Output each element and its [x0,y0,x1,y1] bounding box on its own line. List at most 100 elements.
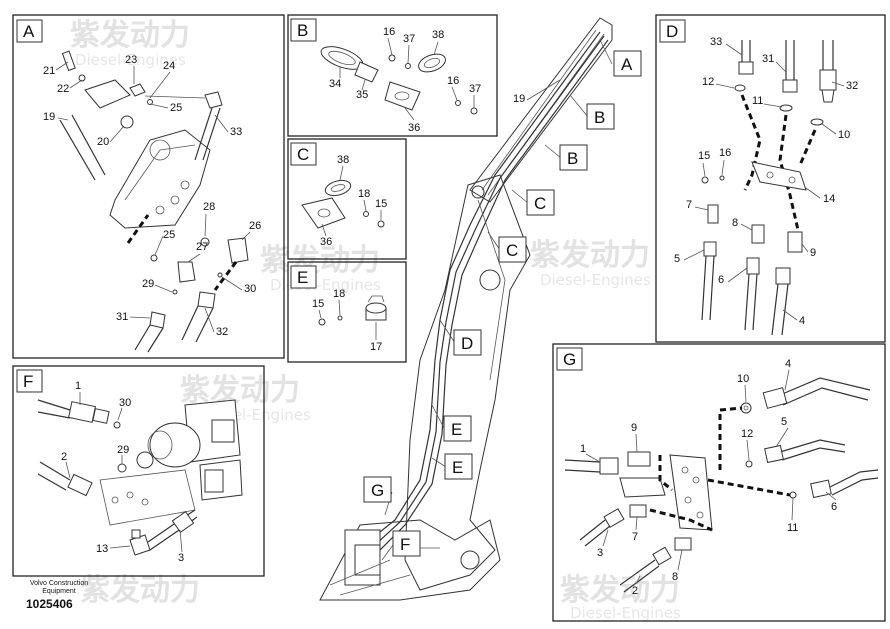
G-part-3: 3 [597,547,603,559]
E-part-18: 18 [333,288,345,300]
D-part-7: 7 [686,199,692,211]
G-part-7: 7 [632,531,638,543]
B-part-16b: 16 [447,75,459,87]
main-callout-19: 19 [513,93,525,105]
D-part-10: 10 [838,129,850,141]
panel-E: E 15 18 17 [287,261,407,363]
A-part-28: 28 [203,201,215,213]
D-part-15: 15 [698,150,710,162]
C-part-36: 36 [320,236,332,248]
A-part-20: 20 [97,136,109,148]
panel-E-label: E [297,268,308,287]
svg-text:紫发动力: 紫发动力 [80,573,200,608]
panel-G-label: G [563,350,576,369]
main-callout-E-upper[interactable]: E [443,415,472,442]
D-part-14: 14 [823,193,835,205]
E-part-17: 17 [370,341,382,353]
svg-text:紫发动力: 紫发动力 [560,573,680,608]
D-part-33: 33 [710,36,722,48]
svg-text:Diesel-Engines: Diesel-Engines [540,271,651,289]
svg-text:紫发动力: 紫发动力 [180,373,300,408]
svg-text:C: C [506,241,518,260]
svg-text:紫发动力: 紫发动力 [260,243,380,278]
D-part-16: 16 [719,147,731,159]
D-part-9: 9 [810,247,816,259]
A-part-22: 22 [57,83,69,95]
A-part-27: 27 [196,241,208,253]
panel-C: C 38 18 15 36 [287,138,407,260]
G-part-12: 12 [741,428,753,440]
panel-A: A 21 22 [12,14,285,359]
panel-F-label: F [23,372,33,391]
main-callout-G[interactable]: G [363,476,392,503]
svg-text:G: G [371,481,384,500]
G-part-8: 8 [672,571,678,583]
A-part-30: 30 [244,283,256,295]
G-part-2: 2 [632,585,638,597]
panel-D-label: D [666,22,678,41]
svg-text:F: F [400,535,410,554]
main-callout-C-upper[interactable]: C [526,189,555,216]
panel-C-label: C [297,145,309,164]
footer-doc-number: 1025406 [26,597,73,611]
G-part-4: 4 [785,358,791,370]
panel-A-label: A [23,22,35,41]
G-part-1: 1 [580,443,586,455]
E-part-15: 15 [312,298,324,310]
svg-text:Diesel-Engines: Diesel-Engines [570,604,681,622]
F-part-3: 3 [178,552,184,564]
D-part-12: 12 [702,76,714,88]
panel-B-label: B [297,21,308,40]
D-part-8: 8 [732,217,738,229]
main-callout-B-lower[interactable]: B [559,144,588,171]
B-part-38: 38 [432,29,444,41]
A-part-23: 23 [125,54,137,66]
F-part-29: 29 [117,444,129,456]
panel-D: D 33 31 32 12 1 [655,14,886,343]
D-part-11: 11 [752,95,763,107]
svg-text:紫发动力: 紫发动力 [530,238,650,273]
panel-F: F 1 30 2 29 13 3 [12,365,265,577]
B-part-36: 36 [408,122,420,134]
D-part-6: 6 [718,274,724,286]
G-part-9: 9 [631,422,637,434]
main-callout-C-lower[interactable]: C [498,236,527,263]
svg-text:B: B [567,149,578,168]
B-part-37b: 37 [469,83,481,95]
A-part-29: 29 [142,278,154,290]
D-part-31: 31 [762,53,774,65]
A-part-25b: 25 [163,229,175,241]
G-part-11: 11 [787,522,798,534]
A-part-26: 26 [249,220,261,232]
B-part-35: 35 [356,89,368,101]
svg-text:Diesel-Engines: Diesel-Engines [270,276,381,294]
main-callout-B-upper[interactable]: B [586,103,615,130]
main-callout-F[interactable]: F [392,530,421,557]
main-boom-drawing: 19 [319,17,613,601]
svg-text:A: A [621,55,633,74]
F-part-1: 1 [75,380,81,392]
F-part-30: 30 [119,397,131,409]
A-part-21: 21 [43,65,55,77]
svg-text:D: D [461,334,473,353]
A-part-24: 24 [163,60,175,72]
C-part-18: 18 [358,188,370,200]
G-part-6: 6 [831,501,837,513]
B-part-34: 34 [329,78,341,90]
F-part-2: 2 [61,451,67,463]
A-part-32: 32 [216,326,228,338]
main-callout-D[interactable]: D [453,329,482,356]
main-callout-A[interactable]: A [613,50,642,77]
svg-text:C: C [534,194,546,213]
svg-text:Diesel-Engines: Diesel-Engines [75,51,186,69]
D-part-32: 32 [846,80,858,92]
A-part-25: 25 [170,102,182,114]
G-part-10: 10 [737,373,749,385]
main-callout-E-lower[interactable]: E [444,453,473,480]
svg-text:E: E [451,420,462,439]
svg-text:E: E [452,458,463,477]
B-part-37a: 37 [403,33,415,45]
B-part-16a: 16 [383,26,395,38]
C-part-38: 38 [337,154,349,166]
